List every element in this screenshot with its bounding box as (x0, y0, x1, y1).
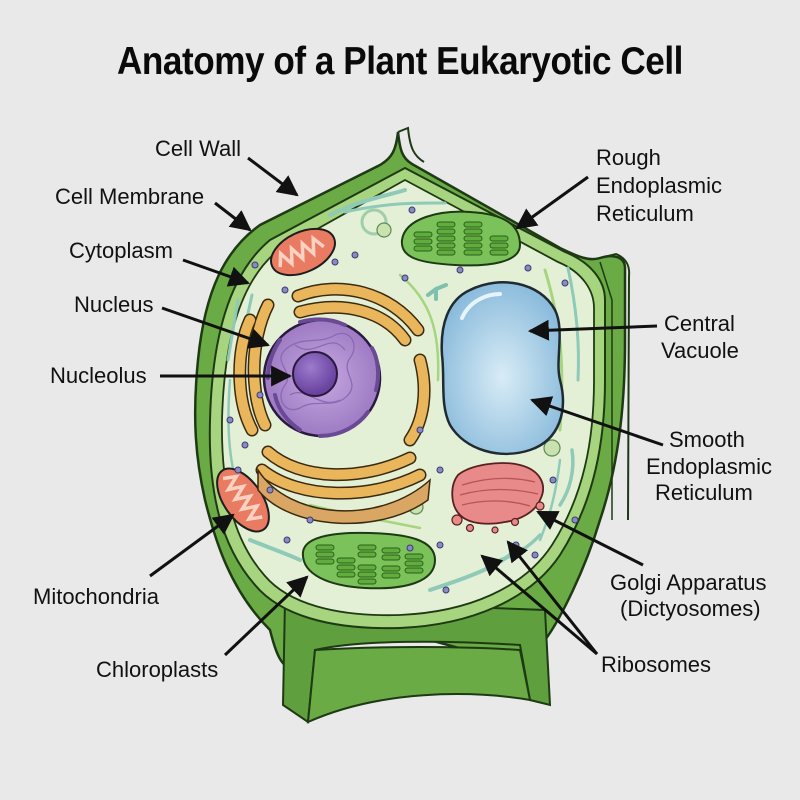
arrow-cytoplasm (182, 258, 250, 287)
arrow-central-vacuole (527, 319, 658, 341)
label-cytoplasm: Cytoplasm (69, 238, 173, 263)
label-rough-er-3: Reticulum (596, 201, 694, 226)
label-rough-er-1: Rough (596, 145, 661, 170)
ribosome-dot (549, 476, 557, 484)
ribosome-dot (226, 416, 234, 424)
ribosome-dot (561, 279, 569, 287)
ribosome-dot (331, 258, 339, 266)
label-smooth-er-2: Endoplasmic (646, 454, 772, 479)
ribosome-dot (436, 466, 444, 474)
ribosome-dot (256, 391, 264, 399)
label-golgi-2: (Dictyosomes) (620, 596, 761, 621)
mitochondrion-bottom (216, 467, 270, 533)
arrow-nucleus (161, 306, 270, 349)
ribosomes (226, 206, 579, 594)
label-central-vacuole-2: Vacuole (661, 338, 739, 363)
label-cell-membrane: Cell Membrane (55, 184, 204, 209)
label-smooth-er-3: Reticulum (655, 480, 753, 505)
ribosome-dot (241, 441, 249, 449)
diagram-title: Anatomy of a Plant Eukaryotic Cell (117, 40, 683, 83)
mitochondrion-top (270, 227, 336, 277)
label-mitochondria: Mitochondria (33, 584, 160, 609)
arrow-cell-membrane (214, 201, 252, 232)
arrow-golgi (536, 510, 644, 567)
ribosome-dot (283, 536, 291, 544)
central-vacuole (440, 281, 565, 455)
arrow-smooth-er (530, 396, 664, 447)
ribosome-dot (436, 541, 444, 549)
label-rough-er-2: Endoplasmic (596, 173, 722, 198)
arrow-mitochondria (149, 513, 235, 578)
chloroplast-top (400, 210, 522, 267)
er-fragment (426, 283, 448, 301)
label-chloroplasts: Chloroplasts (96, 657, 218, 682)
ribosome-dot (571, 516, 579, 524)
ribosome-dot (251, 261, 259, 269)
ribosome-dot (456, 266, 464, 274)
ribosome-dot (442, 586, 450, 594)
arrow-ribosomes-1 (480, 554, 598, 656)
rough-endoplasmic-reticulum (233, 282, 431, 525)
arrow-cell-wall (247, 156, 299, 197)
nucleolus (292, 351, 338, 397)
annotation-arrows (149, 156, 664, 657)
label-nucleus: Nucleus (74, 292, 153, 317)
arrow-rough-er (515, 175, 589, 230)
chloroplast-bottom (301, 531, 437, 590)
arrow-chloroplasts (223, 575, 309, 657)
ribosome-dot (266, 486, 274, 494)
ribosome-dot (234, 466, 242, 474)
ribosome-dot (281, 286, 289, 294)
label-golgi-1: Golgi Apparatus (610, 570, 767, 595)
ribosome-dot (524, 264, 532, 272)
label-nucleolus: Nucleolus (50, 363, 147, 388)
ribosome-dot (531, 551, 539, 559)
golgi-apparatus (451, 462, 545, 534)
ribosome-dot (401, 274, 409, 282)
arrow-ribosomes-2 (506, 540, 599, 655)
label-smooth-er-1: Smooth (669, 427, 745, 452)
ribosome-dot (408, 206, 416, 214)
ribosome-dot (306, 516, 314, 524)
ribosome-dot (351, 251, 359, 259)
label-ribosomes: Ribosomes (601, 652, 711, 677)
label-cell-wall: Cell Wall (155, 136, 241, 161)
ribosome-dot (416, 426, 424, 434)
label-central-vacuole-1: Central (664, 311, 735, 336)
ribosome-dot (406, 544, 414, 552)
